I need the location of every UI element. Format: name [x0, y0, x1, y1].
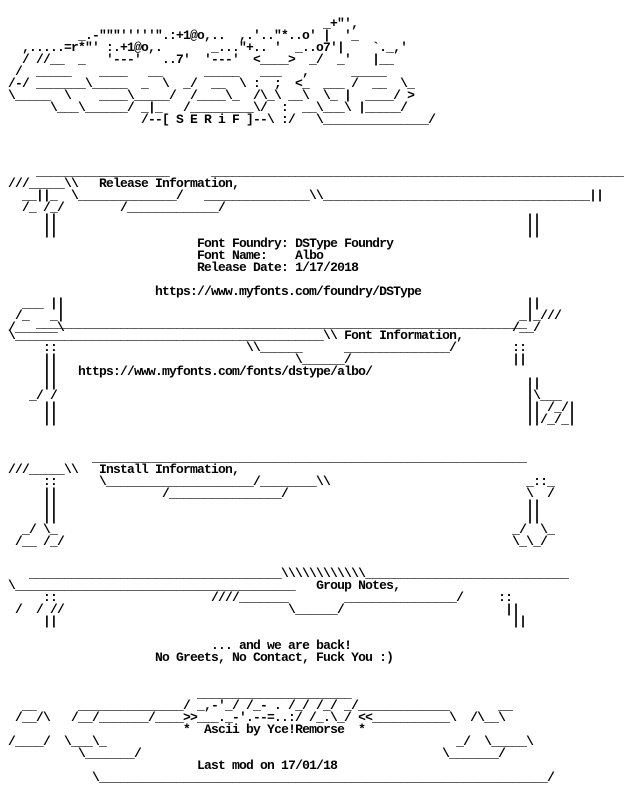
group-note-line-2: No Greets, No Contact, Fuck You :): [155, 650, 394, 665]
install-section-title: Install Information,: [99, 462, 240, 477]
header-ascii-logo: _+"', _.-"""'''''".:+1@o,.. ,.'.."*..o' …: [8, 16, 436, 127]
group-frame-top: ____________________________________\\\\…: [8, 566, 569, 593]
footer-frame-bottom: \_______________________________________…: [8, 770, 555, 785]
group-notes-section: ____________________________________\\\\…: [8, 566, 569, 665]
fontinfo-frame-middle: :: \\______ _______________/ :: || \____…: [43, 340, 527, 379]
group-note-line-1: ... and we are back!: [211, 638, 352, 653]
install-frame-middle: :: \_____________________/________\\ _::…: [15, 474, 555, 549]
group-frame-middle: :: ////_______ ________________/ :: / / …: [15, 590, 527, 629]
footer-frame-top: ______________________ __ ______________…: [15, 686, 513, 725]
last-modified-line: Last mod on 17/01/18: [197, 758, 338, 773]
release-frame-bottom: ___ || || /_ _| _|_/// /______\: [8, 296, 562, 335]
font-page-url: https://www.myfonts.com/fonts/dstype/alb…: [78, 364, 373, 379]
install-information-section: ________________________________________…: [8, 450, 555, 549]
footer-section: ______________________ __ ______________…: [8, 686, 555, 785]
footer-frame-middle: /____/ \___\_ _/ \_____\ \_______/ \____…: [8, 734, 534, 761]
font-name-line: Font Name: Albo: [197, 248, 324, 263]
release-frame-middle: __||_ \______________/ _______________\\…: [22, 188, 604, 239]
fontinfo-section-title: Font Information,: [344, 328, 464, 343]
font-information-section: ________________________________________…: [8, 316, 576, 427]
release-section-title: Release Information,: [99, 176, 240, 191]
font-foundry-line: Font Foundry: DSType Foundry: [197, 236, 394, 251]
release-frame-top: ___________________ ____________________…: [8, 164, 624, 191]
fontinfo-frame-top: ________________________________________…: [8, 316, 527, 343]
group-section-title: Group Notes,: [316, 578, 401, 593]
ascii-credit: * Ascii by Yce!Remorse *: [183, 722, 366, 737]
foundry-url: https://www.myfonts.com/foundry/DSType: [155, 284, 422, 299]
install-frame-top: ________________________________________…: [8, 450, 527, 477]
release-information-section: ___________________ ____________________…: [8, 164, 624, 335]
release-date-line: Release Date: 1/17/2018: [197, 260, 359, 275]
fontinfo-frame-bottom: || || _/ / |\___ ||: [29, 376, 576, 427]
